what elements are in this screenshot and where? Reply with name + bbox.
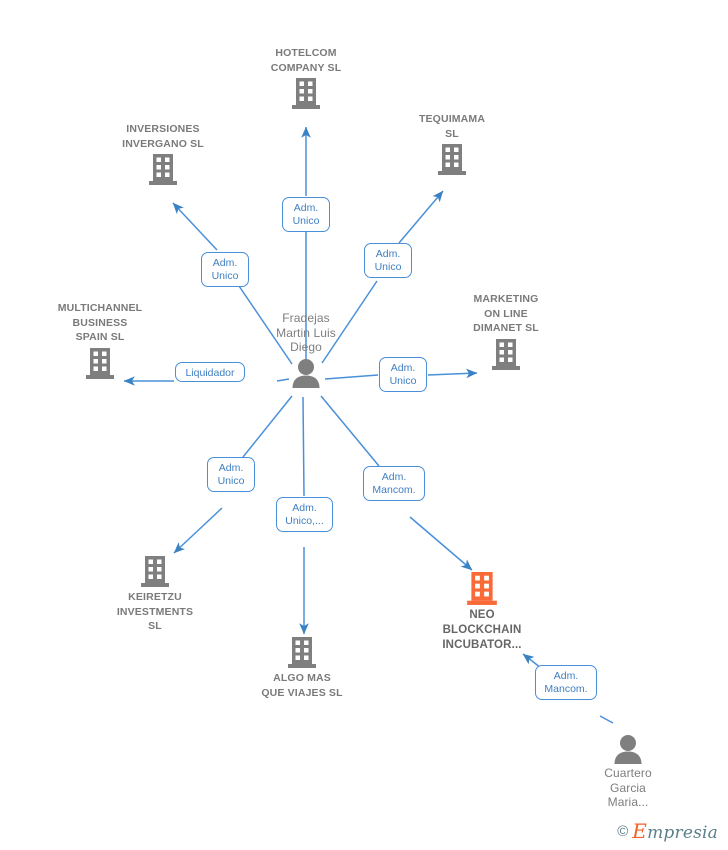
edge-fradejas-multichannel-right: [276, 378, 290, 382]
empresia-logo: Empresia: [632, 821, 718, 842]
node-label-keiretzu-investments: KEIRETZU INVESTMENTS SL: [116, 591, 194, 632]
edge-label-fradejas-multichannel[interactable]: Liquidador: [175, 362, 245, 382]
edge-label-fradejas-marketing[interactable]: Adm. Unico: [379, 357, 427, 392]
edge-label-fradejas-tequimama[interactable]: Adm. Unico: [364, 243, 412, 278]
edge-fradejas-neo-upper: [320, 395, 380, 467]
node-tequimama[interactable]: TEQUIMAMA SL: [377, 112, 527, 176]
node-neo-blockchain-incubator[interactable]: NEO BLOCKCHAIN INCUBATOR...: [407, 572, 557, 653]
company-building-icon: [88, 154, 238, 186]
edge-label-fradejas-keiretzu[interactable]: Adm. Unico: [207, 457, 255, 492]
node-algo-mas-que-viajes[interactable]: ALGO MAS QUE VIAJES SL: [227, 637, 377, 700]
node-label-marketing-on-line-dimanet: MARKETING ON LINE DIMANET SL: [473, 293, 539, 334]
company-building-icon: [25, 347, 175, 380]
copyright-icon: ©: [617, 823, 629, 840]
edge-fradejas-keiretzu-lower: [173, 507, 223, 554]
node-label-tequimama: TEQUIMAMA SL: [418, 113, 486, 140]
edge-fradejas-neo-lower: [409, 516, 473, 571]
edge-fradejas-keiretzu-upper: [242, 395, 293, 458]
edge-fradejas-marketing-left: [324, 374, 379, 380]
person-avatar-icon: [553, 734, 703, 764]
company-building-icon: [231, 78, 381, 110]
edge-label-fradejas-neo[interactable]: Adm. Mancom.: [363, 466, 425, 501]
edge-fradejas-inversiones-lower: [238, 285, 293, 365]
edge-fradejas-algomas-upper: [302, 396, 305, 497]
edge-cuartero-neo-lower: [599, 715, 614, 724]
node-label-fradejas-martin-luis-diego: Fradejas Martin Luis Diego: [276, 311, 336, 354]
node-cuartero-garcia-maria[interactable]: Cuartero Garcia Maria...: [553, 734, 703, 810]
edge-fradejas-marketing-right: [427, 368, 478, 379]
node-fradejas-martin-luis-diego[interactable]: Fradejas Martin Luis Diego: [231, 311, 381, 388]
node-label-neo-blockchain-incubator: NEO BLOCKCHAIN INCUBATOR...: [442, 609, 522, 651]
company-building-icon: [227, 637, 377, 669]
node-marketing-on-line-dimanet[interactable]: MARKETING ON LINE DIMANET SL: [431, 292, 581, 371]
node-keiretzu-investments[interactable]: KEIRETZU INVESTMENTS SL: [80, 556, 230, 634]
node-label-algo-mas-que-viajes: ALGO MAS QUE VIAJES SL: [261, 672, 343, 699]
company-building-icon: [80, 556, 230, 588]
empresia-watermark: © Empresia: [617, 821, 718, 842]
company-building-icon: [431, 338, 581, 371]
node-inversiones-invergano[interactable]: INVERSIONES INVERGANO SL: [88, 122, 238, 186]
edge-label-fradejas-hotelcom[interactable]: Adm. Unico: [282, 197, 330, 232]
node-label-hotelcom: HOTELCOM COMPANY SL: [270, 47, 342, 74]
edge-label-cuartero-neo[interactable]: Adm. Mancom.: [535, 665, 597, 700]
person-avatar-icon: [231, 358, 381, 388]
edge-fradejas-tequimama-lower: [321, 280, 378, 364]
node-label-multichannel-business-spain: MULTICHANNEL BUSINESS SPAIN SL: [57, 302, 143, 343]
node-hotelcom[interactable]: HOTELCOM COMPANY SL: [231, 46, 381, 110]
empresia-logo-rest: mpresia: [647, 823, 718, 843]
company-building-icon-highlighted: [407, 572, 557, 606]
node-multichannel-business-spain[interactable]: MULTICHANNEL BUSINESS SPAIN SL: [25, 301, 175, 380]
node-label-inversiones-invergano: INVERSIONES INVERGANO SL: [122, 123, 204, 150]
edge-label-fradejas-inversiones[interactable]: Adm. Unico: [201, 252, 249, 287]
empresia-logo-initial: E: [632, 819, 648, 843]
company-building-icon: [377, 144, 527, 176]
edge-fradejas-tequimama-upper: [398, 190, 444, 244]
edge-fradejas-inversiones-upper: [172, 202, 218, 251]
edge-label-fradejas-algomas[interactable]: Adm. Unico,...: [276, 497, 333, 532]
node-label-cuartero-garcia-maria: Cuartero Garcia Maria...: [604, 766, 652, 809]
